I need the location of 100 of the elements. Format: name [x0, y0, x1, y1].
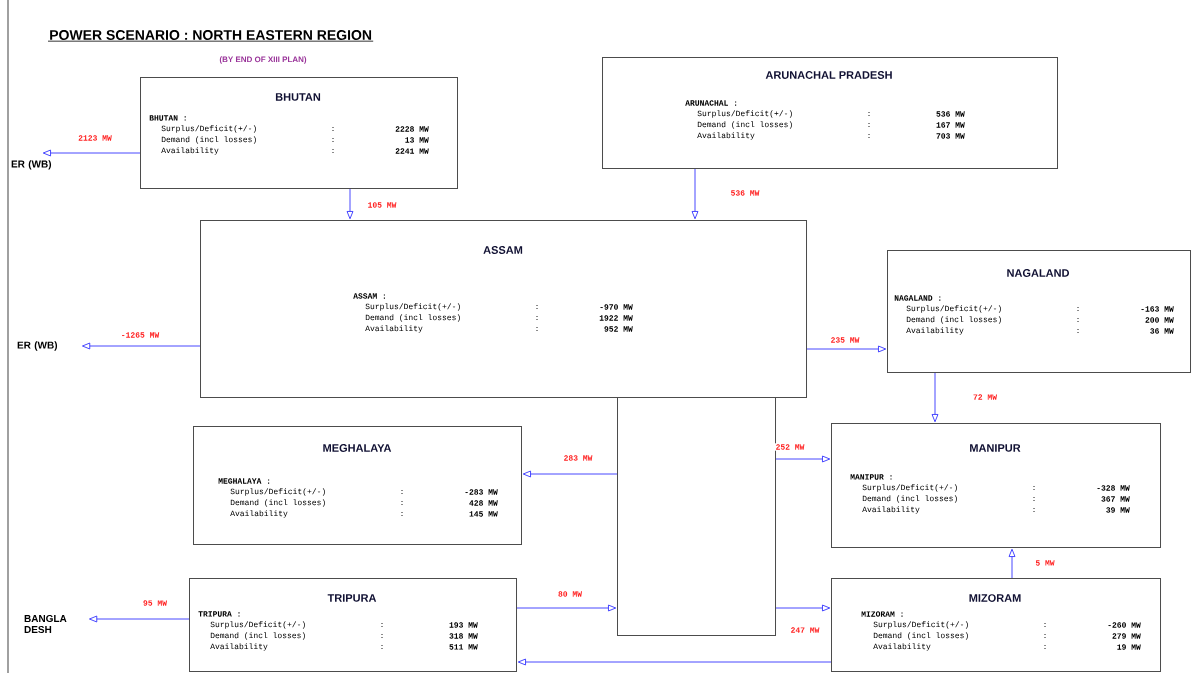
state-heading: MIZORAM [969, 594, 1021, 602]
arrow [89, 615, 190, 623]
value-text: -970 MW [600, 304, 633, 310]
colon: : [536, 304, 538, 310]
value-text: 2241 MW [395, 148, 429, 154]
state-subheading: NAGALAND : [894, 295, 941, 301]
colon: : [868, 111, 870, 117]
row-label: Demand (incl losses) [365, 314, 460, 322]
edge-label: 80 MW [557, 590, 583, 598]
value-text: 428 MW [469, 500, 498, 506]
row-label: Surplus/Deficit(+/-) [873, 621, 968, 629]
value-text: 13 MW [405, 137, 429, 143]
region-label: BANGLA DESH [24, 614, 67, 634]
value-text: 536 MW [936, 111, 965, 117]
colon: : [1044, 633, 1046, 639]
colon: : [536, 315, 538, 321]
value-text: -163 MW [1141, 306, 1174, 312]
arrow [775, 604, 831, 612]
value-text: 952 MW [604, 326, 633, 332]
state-subheading: BHUTAN : [149, 115, 186, 121]
arrow [691, 168, 699, 220]
value-text: 145 MW [469, 511, 498, 517]
state-subheading: TRIPURA : [198, 611, 240, 617]
colon: : [868, 122, 870, 128]
colon: : [381, 622, 383, 628]
value-text: -283 MW [465, 489, 498, 495]
row-label: Surplus/Deficit(+/-) [365, 303, 460, 311]
row-label: Demand (incl losses) [161, 136, 256, 144]
state-subheading: MIZORAM : [861, 611, 903, 617]
edge-label: 283 MW [562, 454, 594, 462]
colon: : [1033, 496, 1035, 502]
row-label: Availability [873, 643, 931, 651]
bus-box [617, 397, 776, 636]
row-label: Surplus/Deficit(+/-) [230, 488, 325, 496]
row-label: Availability [365, 325, 423, 333]
edge-label: 235 MW [829, 336, 861, 344]
state-heading: ARUNACHAL PRADESH [765, 71, 892, 79]
arrow [42, 149, 141, 157]
row-label: Surplus/Deficit(+/-) [862, 484, 957, 492]
colon: : [401, 489, 403, 495]
value-text: 39 MW [1106, 507, 1130, 513]
row-label: Availability [906, 327, 964, 335]
value-text: 167 MW [936, 122, 965, 128]
row-label: Demand (incl losses) [230, 499, 325, 507]
row-label: Demand (incl losses) [862, 495, 957, 503]
state-heading: ASSAM [483, 246, 523, 254]
edge-label: 2123 MW [77, 134, 113, 142]
arrow [931, 372, 939, 423]
title: POWER SCENARIO : NORTH EASTERN REGION [50, 30, 372, 40]
state-subheading: MANIPUR : [850, 474, 892, 480]
row-label: Availability [697, 132, 755, 140]
colon: : [1077, 317, 1079, 323]
row-label: Availability [161, 147, 219, 155]
edge-label: 247 MW [789, 626, 821, 634]
colon: : [381, 633, 383, 639]
value-text: 193 MW [449, 622, 478, 628]
row-label: Demand (incl losses) [906, 316, 1001, 324]
region-label: ER (WB) [11, 160, 52, 170]
subtitle: (BY END OF XIII PLAN) [219, 56, 307, 64]
state-heading: BHUTAN [275, 93, 321, 101]
state-subheading: MEGHALAYA : [218, 478, 270, 484]
state-subheading: ASSAM : [353, 293, 385, 299]
state-heading: MEGHALAYA [323, 444, 392, 452]
colon: : [332, 126, 334, 132]
value-text: 318 MW [449, 633, 478, 639]
colon: : [1077, 328, 1079, 334]
colon: : [401, 500, 403, 506]
row-label: Surplus/Deficit(+/-) [697, 110, 792, 118]
arrow [806, 345, 887, 353]
value-text: 19 MW [1117, 644, 1141, 650]
state-heading: MANIPUR [970, 444, 1021, 452]
edge-label: 5 MW [1034, 559, 1056, 567]
value-text: 36 MW [1150, 328, 1174, 334]
value-text: 279 MW [1112, 633, 1141, 639]
row-label: Availability [210, 643, 268, 651]
arrow [522, 470, 618, 478]
row-label: Demand (incl losses) [210, 632, 305, 640]
value-text: 2228 MW [395, 126, 429, 132]
arrow [346, 188, 354, 220]
row-label: Demand (incl losses) [697, 121, 792, 129]
colon: : [1077, 306, 1079, 312]
colon: : [332, 148, 334, 154]
arrow [1008, 548, 1016, 579]
edge-label: 72 MW [972, 393, 998, 401]
value-text: -260 MW [1108, 622, 1141, 628]
colon: : [1044, 622, 1046, 628]
edge-label: -1265 MW [119, 331, 161, 339]
colon: : [332, 137, 334, 143]
row-label: Surplus/Deficit(+/-) [210, 621, 305, 629]
state-heading: NAGALAND [1007, 269, 1069, 277]
arrow [775, 455, 831, 463]
colon: : [381, 644, 383, 650]
value-text: 200 MW [1145, 317, 1174, 323]
colon: : [1033, 507, 1035, 513]
colon: : [1044, 644, 1046, 650]
row-label: Surplus/Deficit(+/-) [161, 125, 256, 133]
colon: : [536, 326, 538, 332]
region-label: ER (WB) [17, 341, 58, 351]
value-text: 511 MW [449, 644, 478, 650]
edge-label: 95 MW [142, 599, 168, 607]
